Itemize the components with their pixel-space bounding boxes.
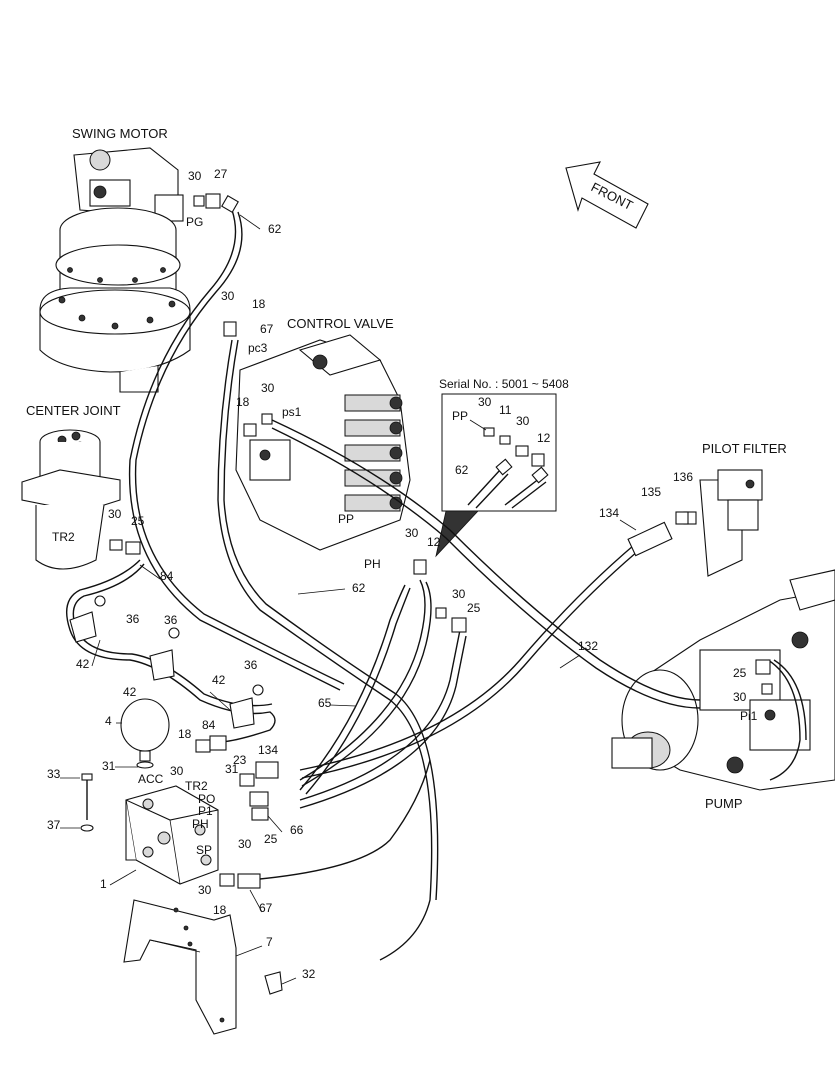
- callout-label: 84: [202, 718, 216, 732]
- callout-label: 30: [108, 507, 122, 521]
- callout-label: 25: [131, 514, 145, 528]
- front-arrow: FRONT: [565, 161, 649, 229]
- callout-label: PH: [192, 817, 209, 831]
- callout-label: 30: [516, 414, 530, 428]
- callout-label: PG: [186, 215, 203, 229]
- serial-inset: Serial No. : 5001 ~ 5408: [435, 377, 569, 558]
- callout-label: 27: [214, 167, 228, 181]
- callout-label: PP: [452, 409, 468, 423]
- callout-label: 32: [302, 967, 316, 981]
- callout-label: 4: [105, 714, 112, 728]
- callout-label: 136: [673, 470, 693, 484]
- callout-label: 30: [238, 837, 252, 851]
- callout-label: pc3: [248, 341, 268, 355]
- pump-title: PUMP: [705, 796, 743, 811]
- callout-label: TR2: [52, 530, 75, 544]
- fittings: [69, 193, 773, 889]
- callout-label: ACC: [138, 772, 164, 786]
- callout-label: 65: [318, 696, 332, 710]
- callout-label: 25: [733, 666, 747, 680]
- valve-block: [125, 785, 219, 885]
- swing-motor: SWING MOTOR: [39, 126, 191, 393]
- pilot-filter: PILOT FILTER: [683, 441, 787, 577]
- accumulator: [120, 698, 170, 769]
- leader-lines: [60, 214, 637, 985]
- callout-label: 37: [47, 818, 61, 832]
- callout-label: 36: [126, 612, 140, 626]
- callout-label: 18: [252, 297, 266, 311]
- callout-label: 62: [352, 581, 366, 595]
- callout-label: 62: [455, 463, 469, 477]
- callout-label: 30: [261, 381, 275, 395]
- center-joint-title: CENTER JOINT: [26, 403, 121, 418]
- control-valve-title: CONTROL VALVE: [287, 316, 394, 331]
- callout-label: 30: [198, 883, 212, 897]
- control-valve-spools: [344, 394, 403, 512]
- callout-label: Pi1: [740, 709, 758, 723]
- callout-label: P1: [198, 804, 213, 818]
- callout-label: 31: [102, 759, 116, 773]
- callout-label: 1: [100, 877, 107, 891]
- callout-label: 30: [478, 395, 492, 409]
- callout-label: 18: [178, 727, 192, 741]
- callout-label: 30: [405, 526, 419, 540]
- hoses: [66, 209, 807, 961]
- callout-label: 18: [236, 395, 250, 409]
- callout-label: 42: [212, 673, 226, 687]
- callout-label: TR2: [185, 779, 208, 793]
- bolt-33: [80, 773, 94, 832]
- callout-label: 18: [213, 903, 227, 917]
- callout-label: 25: [467, 601, 481, 615]
- callout-label: 30: [221, 289, 235, 303]
- callout-label: 67: [260, 322, 274, 336]
- serial-number: Serial No. : 5001 ~ 5408: [439, 377, 569, 391]
- callout-label: 30: [452, 587, 466, 601]
- callout-label: PH: [364, 557, 381, 571]
- callout-label: 30: [170, 764, 184, 778]
- callout-label: 30: [188, 169, 202, 183]
- callout-label: 42: [123, 685, 137, 699]
- callout-label: 135: [641, 485, 661, 499]
- callout-label: 42: [76, 657, 90, 671]
- callout-label: PP: [338, 512, 354, 526]
- callout-label: 134: [599, 506, 619, 520]
- callout-label: 62: [268, 222, 282, 236]
- callout-label: 11: [499, 403, 512, 417]
- swing-motor-title: SWING MOTOR: [72, 126, 168, 141]
- callout-label: 25: [264, 832, 278, 846]
- callout-label: 84: [160, 569, 174, 583]
- callout-label: 12: [537, 431, 551, 445]
- callout-label: SP: [196, 843, 212, 857]
- center-joint: CENTER JOINT: [21, 403, 121, 570]
- callout-label: 134: [258, 743, 278, 757]
- callout-label: 23: [233, 753, 247, 767]
- callout-label: ps1: [282, 405, 302, 419]
- callout-label: 12: [427, 535, 441, 549]
- callout-label: 33: [47, 767, 61, 781]
- swing-motor-bolts: [58, 267, 176, 330]
- pilot-filter-title: PILOT FILTER: [702, 441, 787, 456]
- callout-label: 132: [578, 639, 598, 653]
- callout-label: 7: [266, 935, 273, 949]
- mounting-bracket: [123, 899, 283, 1035]
- callout-label: 36: [164, 613, 178, 627]
- callout-label: 36: [244, 658, 258, 672]
- callout-label: 31: [225, 762, 239, 776]
- pump: PUMP: [611, 569, 835, 811]
- callout-label: 67: [259, 901, 273, 915]
- callout-label: 66: [290, 823, 304, 837]
- callout-label: PO: [198, 792, 215, 806]
- callout-label: 30: [733, 690, 747, 704]
